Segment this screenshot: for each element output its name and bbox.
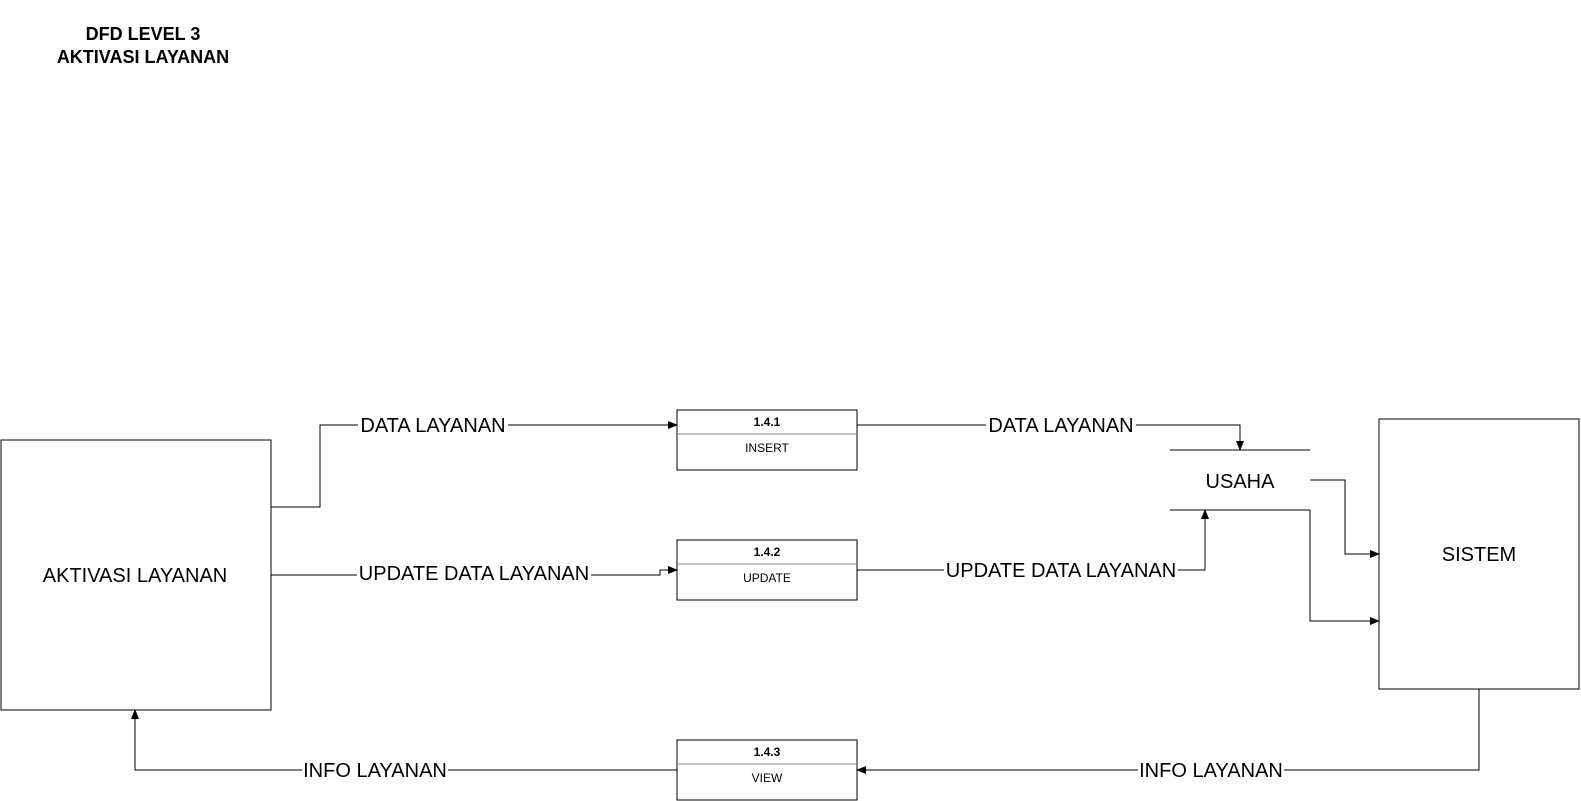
diagram-title-line-2: AKTIVASI LAYANAN: [57, 47, 229, 67]
flow-view-to-entity-label-bg: [302, 757, 448, 783]
entity-sistem-box: [1378, 418, 1580, 690]
entity-sistem: SISTEM: [1378, 418, 1580, 690]
flow-update-to-store-label: UPDATE DATA LAYANAN: [946, 560, 1176, 582]
process-insert: 1.4.1 INSERT: [676, 409, 858, 471]
flow-store-to-sistem-2: [1309, 510, 1380, 625]
entity-aktivasi-layanan-box: [0, 439, 272, 711]
data-store-usaha: USAHA: [1170, 449, 1310, 511]
process-update: 1.4.2 UPDATE: [676, 539, 858, 601]
flow-view-to-entity: [131, 709, 677, 771]
process-update-number: 1.4.2: [754, 545, 781, 559]
flow-entity-to-update-label-bg: [357, 560, 591, 586]
flow-store-to-sistem-1: [1310, 479, 1380, 558]
flow-entity-to-insert-label: DATA LAYANAN: [360, 415, 505, 437]
flow-insert-to-store-label-bg: [986, 412, 1136, 438]
entity-sistem-label: SISTEM: [1442, 544, 1516, 566]
flow-sistem-to-view: [856, 689, 1480, 774]
diagram-title-line-1: DFD LEVEL 3: [86, 24, 201, 44]
flow-insert-to-store-label: DATA LAYANAN: [988, 415, 1133, 437]
flow-entity-to-insert-label-bg: [358, 412, 508, 438]
data-store-label: USAHA: [1206, 471, 1276, 493]
process-view: 1.4.3 VIEW: [676, 739, 858, 801]
entity-aktivasi-layanan-label: AKTIVASI LAYANAN: [43, 565, 228, 587]
flow-update-to-store-label-bg: [944, 557, 1178, 583]
flow-insert-to-store: [857, 424, 1244, 451]
flow-entity-to-update-label: UPDATE DATA LAYANAN: [359, 563, 589, 585]
flow-sistem-to-view-label-bg: [1138, 757, 1284, 783]
flow-view-to-entity-label: INFO LAYANAN: [303, 760, 447, 782]
process-insert-box: [676, 409, 858, 471]
process-view-name: VIEW: [752, 771, 783, 785]
process-insert-name: INSERT: [745, 441, 789, 455]
flow-sistem-to-view-label: INFO LAYANAN: [1139, 760, 1283, 782]
process-view-number: 1.4.3: [754, 745, 781, 759]
process-insert-number: 1.4.1: [754, 415, 781, 429]
process-update-name: UPDATE: [743, 571, 791, 585]
entity-aktivasi-layanan: AKTIVASI LAYANAN: [0, 439, 272, 711]
